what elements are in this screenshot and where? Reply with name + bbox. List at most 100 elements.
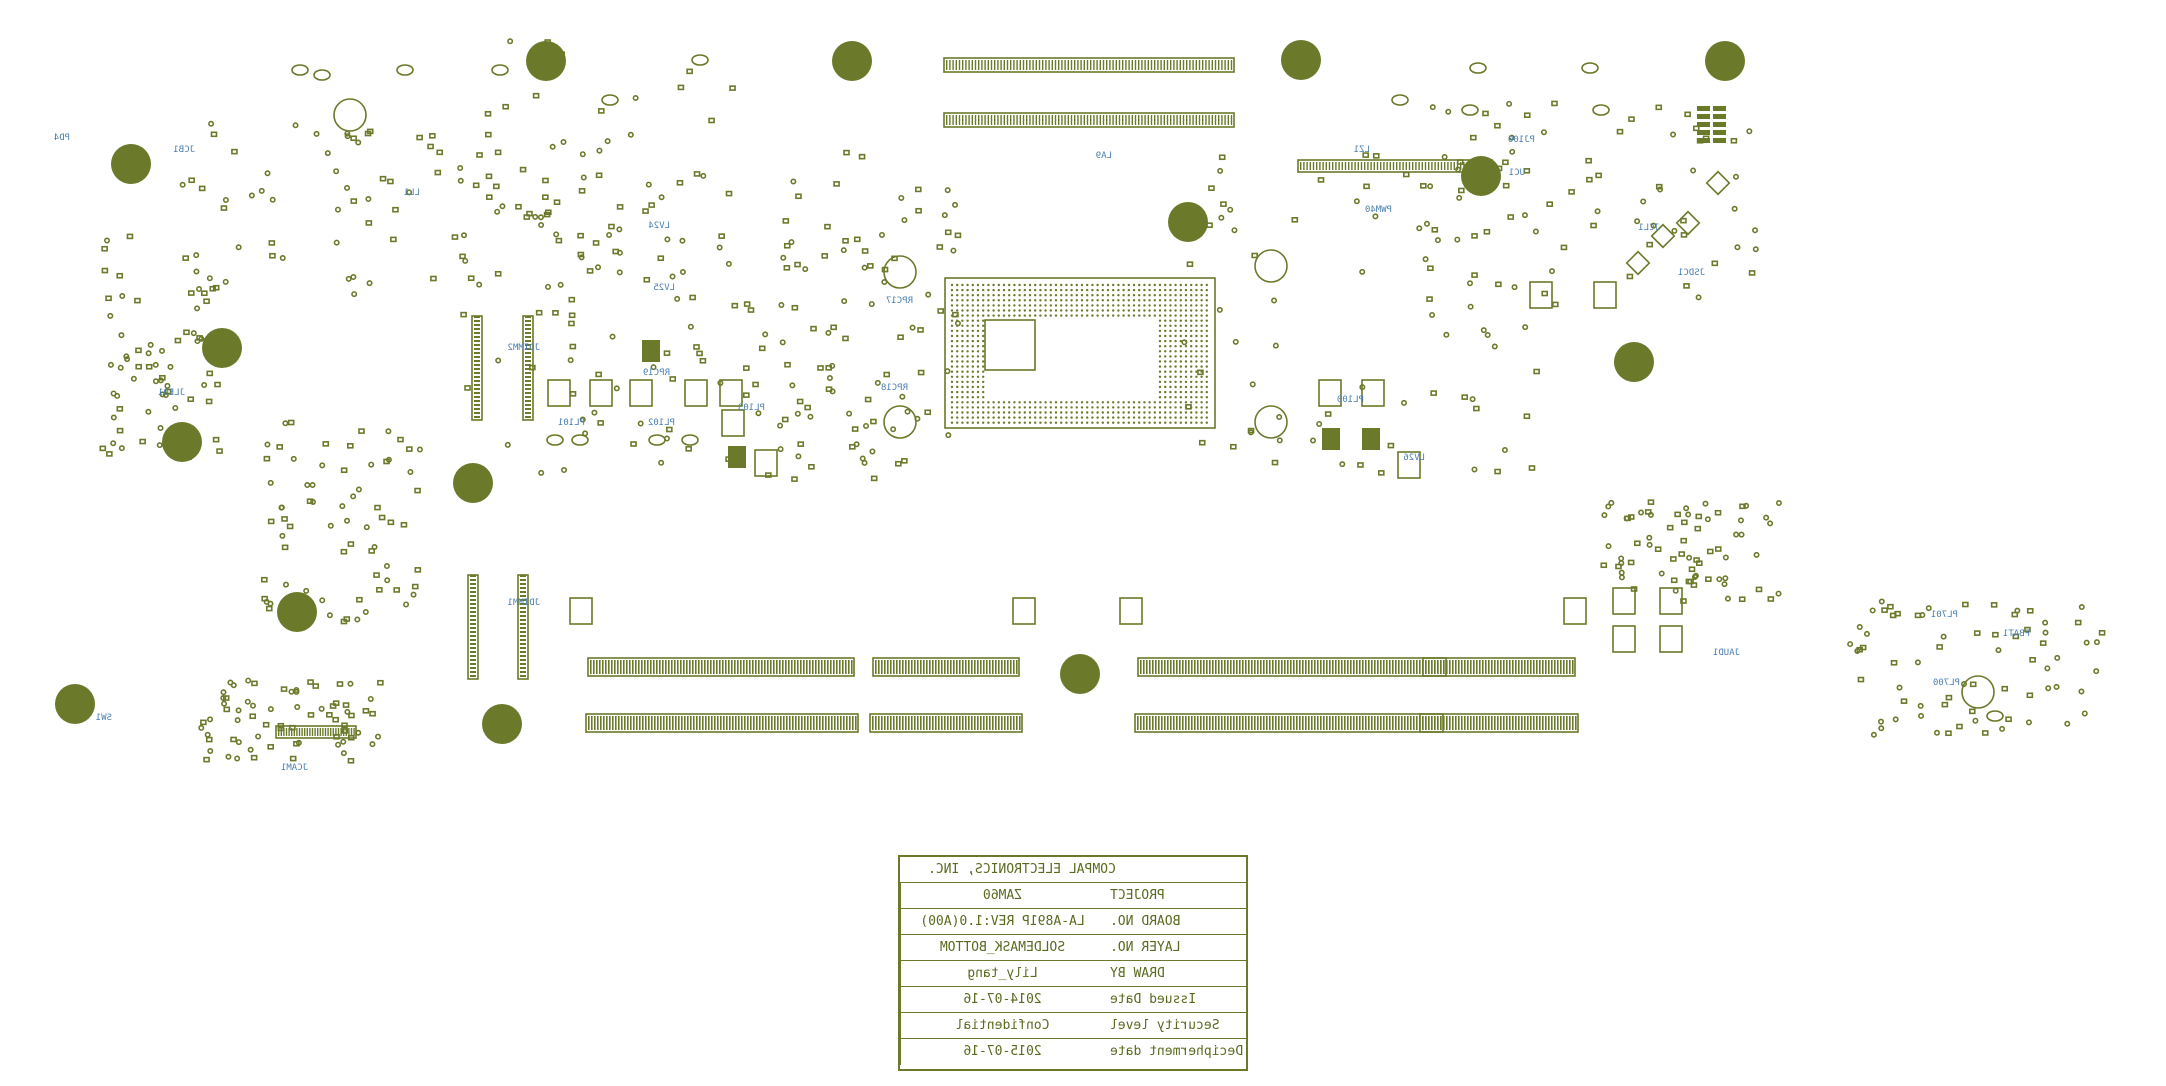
- io-conn-pin: [1357, 162, 1359, 170]
- vert-conn-pin: [474, 404, 480, 406]
- bga-ball: [1070, 401, 1073, 404]
- bga-ball: [1164, 283, 1167, 287]
- bga-ball: [1200, 288, 1203, 292]
- via: [1999, 725, 2006, 732]
- bga-ball: [1195, 319, 1198, 322]
- via: [627, 131, 634, 138]
- dimm-conn-pin: [615, 716, 617, 730]
- bga-ball: [1080, 421, 1084, 424]
- dimm-conn-pin: [662, 660, 664, 674]
- bga-ball: [1205, 304, 1209, 307]
- bga-ball: [1179, 411, 1183, 414]
- dimm-conn-pin: [944, 716, 946, 730]
- dimm-conn-pin: [1383, 716, 1385, 730]
- smd-pad: [230, 736, 237, 743]
- bga-ball: [966, 421, 969, 424]
- smd-pad: [387, 519, 395, 526]
- dimm-conn-pin: [917, 660, 919, 674]
- via: [225, 753, 232, 760]
- dimm-conn-pin: [641, 660, 643, 674]
- via: [1232, 338, 1239, 345]
- dimm-conn-pin: [1320, 716, 1322, 730]
- smd-pad: [897, 334, 904, 341]
- dimm-conn-outline: [872, 657, 1020, 677]
- lcd-conn-pin: [994, 60, 996, 70]
- via: [567, 357, 574, 364]
- smd-pad: [101, 267, 109, 274]
- via: [890, 426, 897, 433]
- dimm-conn-pin: [1512, 660, 1514, 674]
- bga-ball: [971, 339, 974, 343]
- bga-ball: [1184, 309, 1188, 312]
- dimm-conn-pin: [1143, 660, 1145, 674]
- smd-pad: [1962, 601, 1969, 608]
- bga-ball: [966, 416, 969, 419]
- smd-pad: [1697, 130, 1710, 135]
- dimm-conn-pin: [1155, 716, 1157, 730]
- smd-pad: [542, 177, 549, 184]
- smd-pad: [356, 596, 363, 603]
- smd-pad: [430, 275, 437, 282]
- bga-ball: [1174, 319, 1177, 322]
- bga-ball: [1205, 411, 1209, 414]
- bga-ball: [982, 401, 985, 404]
- via: [1737, 517, 1744, 524]
- dimm-conn-pin: [1407, 716, 1409, 730]
- bga-ball: [1023, 304, 1026, 307]
- bga-ball: [1164, 421, 1167, 424]
- bga-ball: [1169, 396, 1172, 399]
- bga-ball: [1049, 406, 1053, 409]
- bga-ball: [1112, 288, 1115, 292]
- dimm-conn-pin: [962, 660, 964, 674]
- dimm-conn-pin: [1377, 716, 1379, 730]
- via: [1454, 236, 1461, 243]
- dimm-conn-pin: [677, 660, 679, 674]
- smd-pad: [1426, 296, 1433, 302]
- bga-ball: [1060, 411, 1063, 414]
- bga-ball: [1164, 294, 1167, 297]
- smd-pad: [1714, 546, 1722, 552]
- smd-pad: [608, 223, 615, 230]
- dimm-conn-pin: [1341, 660, 1343, 674]
- dimm-conn-pin: [992, 660, 994, 674]
- via: [2083, 639, 2090, 646]
- bga-ball: [956, 319, 959, 322]
- dimm-conn-pin: [1404, 660, 1406, 674]
- bga-ball: [1080, 314, 1084, 317]
- via: [595, 264, 602, 271]
- via: [234, 717, 241, 724]
- via: [1878, 725, 1885, 732]
- via: [495, 357, 502, 364]
- via: [944, 368, 951, 375]
- bga-ball: [1169, 355, 1172, 358]
- bga-ball: [1054, 314, 1058, 317]
- vert-conn-pin: [474, 340, 480, 342]
- io-conn-pin: [1303, 162, 1305, 170]
- bga-ball: [1065, 314, 1068, 317]
- smd-pad: [1458, 187, 1465, 194]
- slot-pad: [1581, 62, 1599, 74]
- dimm-conn-pin: [690, 716, 692, 730]
- dimm-conn-pin: [1536, 716, 1538, 730]
- bga-ball: [1112, 314, 1115, 317]
- bga-ball: [1127, 288, 1131, 292]
- bga-ball: [1106, 401, 1110, 404]
- via: [1508, 134, 1515, 141]
- dimm-conn-pin: [1161, 660, 1163, 674]
- bga-ball: [1013, 421, 1016, 424]
- bga-ball: [1106, 411, 1110, 414]
- smd-pad: [397, 436, 404, 443]
- bga-ball: [1002, 299, 1006, 302]
- component-body: [1119, 597, 1143, 625]
- dimm-conn-pin: [1470, 716, 1472, 730]
- smd-pad: [2026, 692, 2034, 699]
- silk-label: PL701: [1931, 610, 1958, 620]
- lcd-conn-pin: [1195, 60, 1197, 70]
- smd-pad: [642, 208, 649, 214]
- bga-ball: [1060, 288, 1063, 292]
- dimm-conn-pin: [765, 716, 767, 730]
- dimm-conn-pin: [1221, 660, 1223, 674]
- bga-ball: [1065, 294, 1068, 297]
- bga-ball: [1060, 304, 1063, 307]
- bga-ball: [1054, 283, 1058, 287]
